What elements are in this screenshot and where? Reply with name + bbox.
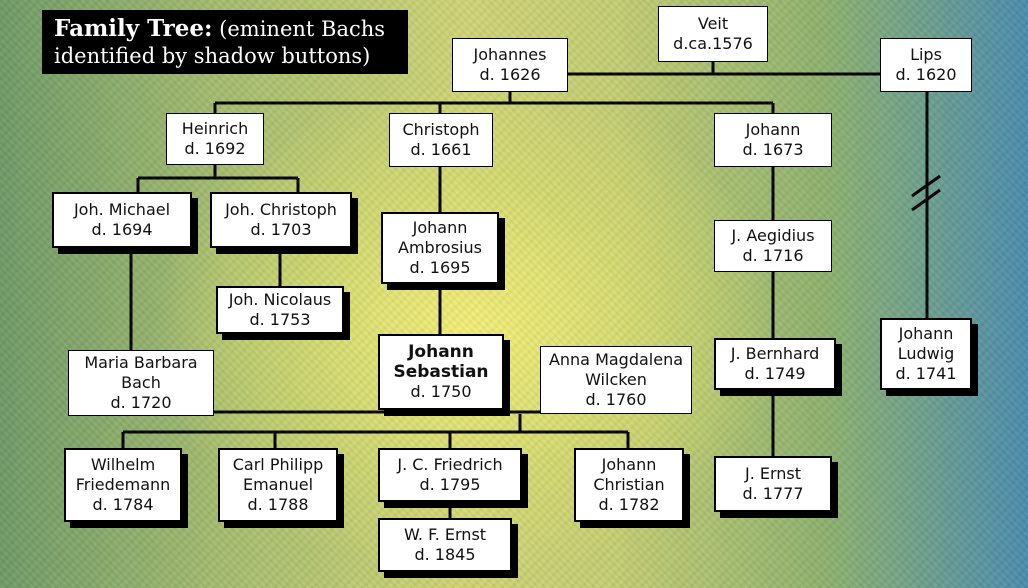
node-wilhelm-friedemann[interactable]: Wilhelm Friedemann d. 1784: [64, 448, 182, 522]
node-joh-christoph[interactable]: Joh. Christoph d. 1703: [210, 192, 352, 248]
node-line: d. 1795: [419, 475, 481, 494]
title-rest: (eminent Bachs: [219, 17, 386, 41]
node-line: J. Bernhard: [730, 344, 820, 363]
node-line: d. 1661: [410, 140, 472, 159]
node-carl-philipp-emanuel[interactable]: Carl Philipp Emanuel d. 1788: [218, 448, 338, 522]
node-line: Johannes: [473, 45, 547, 64]
node-joh-nicolaus[interactable]: Joh. Nicolaus d. 1753: [216, 286, 344, 334]
node-jc-friedrich[interactable]: J. C. Friedrich d. 1795: [378, 448, 522, 502]
node-line: Joh. Nicolaus: [228, 290, 332, 309]
node-joh-michael[interactable]: Joh. Michael d. 1694: [52, 192, 192, 248]
node-line: d. 1703: [250, 220, 312, 239]
node-line: Johann: [601, 455, 657, 474]
node-line: d. 1673: [742, 140, 804, 159]
node-line: d. 1741: [895, 364, 957, 383]
node-line: d. 1620: [895, 65, 957, 84]
node-line: Heinrich: [181, 119, 249, 138]
node-line: Maria Barbara: [84, 353, 198, 372]
node-line: Lips: [910, 45, 942, 64]
node-line: Christian: [593, 475, 665, 494]
node-line: Wilhelm: [90, 455, 156, 474]
node-line: Emanuel: [242, 475, 314, 494]
node-line: d. 1694: [91, 220, 153, 239]
node-line: Joh. Christoph: [225, 200, 337, 219]
node-line: Johann: [408, 342, 474, 362]
node-j-aegidius: J. Aegidius d. 1716: [714, 220, 832, 272]
node-line: d. 1692: [184, 139, 246, 158]
diagram-title: Family Tree: (eminent Bachs identified b…: [42, 10, 408, 74]
node-line: Veit: [697, 14, 729, 33]
node-line: d. 1845: [414, 545, 476, 564]
node-line: Sebastian: [393, 362, 489, 382]
node-line: d. 1749: [744, 364, 806, 383]
node-line: Johann: [412, 218, 468, 237]
node-line: J. Aegidius: [731, 226, 815, 245]
node-line: d. 1716: [742, 246, 804, 265]
node-line: d. 1784: [92, 495, 154, 514]
node-heinrich: Heinrich d. 1692: [166, 113, 264, 165]
node-line: d. 1777: [742, 484, 804, 503]
node-line: Joh. Michael: [73, 200, 171, 219]
node-johann-christian[interactable]: Johann Christian d. 1782: [574, 448, 684, 522]
node-christoph: Christoph d. 1661: [389, 113, 493, 167]
node-line: J. Ernst: [744, 464, 802, 483]
node-line: Friedemann: [75, 475, 171, 494]
node-line: d. 1750: [410, 382, 472, 401]
node-anna-magdalena: Anna Magdalena Wilcken d. 1760: [540, 346, 692, 414]
node-line: Ambrosius: [398, 238, 482, 257]
node-johann-sebastian[interactable]: Johann Sebastian d. 1750: [378, 334, 504, 410]
node-line: d. 1782: [598, 495, 660, 514]
node-line: Johann: [745, 120, 801, 139]
node-line: Carl Philipp: [232, 455, 324, 474]
node-line: Ludwig: [897, 344, 955, 363]
node-line: J. C. Friedrich: [397, 455, 503, 474]
node-line: Johann: [898, 324, 954, 343]
node-veit: Veit d.ca.1576: [658, 6, 768, 62]
title-line2: identified by shadow buttons): [54, 44, 371, 68]
node-johann-1673: Johann d. 1673: [714, 113, 832, 167]
node-line: Christoph: [402, 120, 480, 139]
node-line: d. 1720: [110, 393, 172, 412]
node-line: d. 1753: [249, 310, 311, 329]
node-wf-ernst[interactable]: W. F. Ernst d. 1845: [378, 518, 512, 572]
node-maria-barbara: Maria Barbara Bach d. 1720: [68, 350, 214, 416]
node-johann-ludwig[interactable]: Johann Ludwig d. 1741: [880, 318, 972, 390]
title-bold: Family Tree:: [54, 15, 213, 42]
node-line: Bach: [121, 373, 161, 392]
node-line: d. 1695: [409, 258, 471, 277]
node-line: d. 1760: [585, 390, 647, 409]
node-johannes: Johannes d. 1626: [452, 38, 568, 92]
node-line: W. F. Ernst: [403, 525, 487, 544]
node-j-bernhard[interactable]: J. Bernhard d. 1749: [714, 338, 836, 390]
node-johann-ambrosius[interactable]: Johann Ambrosius d. 1695: [381, 212, 499, 284]
node-line: d.ca.1576: [673, 34, 753, 53]
node-line: d. 1626: [479, 65, 541, 84]
node-lips: Lips d. 1620: [880, 38, 972, 92]
node-j-ernst[interactable]: J. Ernst d. 1777: [714, 456, 832, 512]
node-line: d. 1788: [247, 495, 309, 514]
node-line: Wilcken: [585, 370, 647, 389]
node-line: Anna Magdalena: [548, 350, 684, 369]
